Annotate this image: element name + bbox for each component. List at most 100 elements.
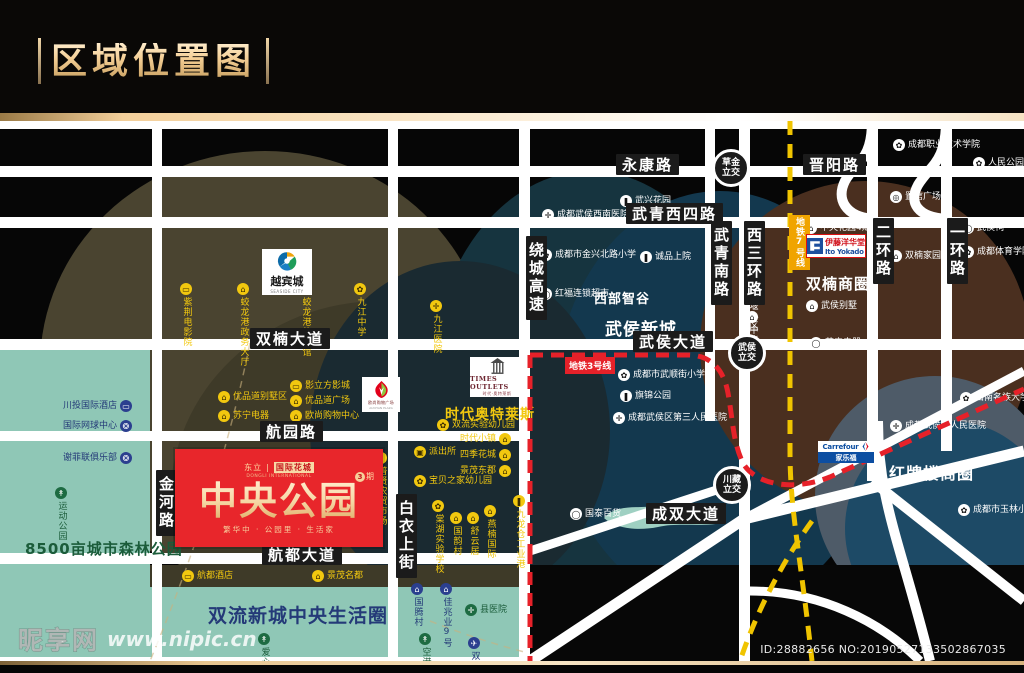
logo-times-outlets[interactable]: TIMES OUTLETS 时代·奥特莱斯 — [470, 357, 524, 397]
poi-label-23: 紫荆电影院 — [181, 297, 192, 347]
poi-50[interactable]: ↟运动公园 — [55, 487, 67, 541]
poi-37[interactable]: ⌂景茂东郡 — [460, 465, 512, 477]
poi-32[interactable]: ⌂欧尚购物中心 — [290, 410, 359, 422]
poi-53[interactable]: ✈双流国际机场 — [468, 637, 480, 661]
poi-pin-icon-26: ✿ — [354, 283, 366, 295]
project-highlight-box[interactable]: 东立 | 国际花城 DONGLI INTERNATIONAL 中央公园 繁华中 … — [175, 449, 383, 547]
poi-45[interactable]: ▭航都酒店 — [182, 570, 233, 582]
poi-pin-icon-34: ✿ — [437, 419, 449, 431]
poi-pin-icon-55: ⌂ — [440, 583, 452, 595]
poi-5[interactable]: ❚诚品上院 — [640, 251, 691, 263]
page-title: 区域位置图 — [38, 38, 270, 84]
logo-carrefour[interactable]: Carrefour 家乐福 — [818, 441, 874, 463]
project-phase-label: 期 — [366, 472, 374, 481]
poi-43[interactable]: ⌂燕楠国际 — [484, 505, 496, 559]
poi-17[interactable]: ❚旗锦公园 — [620, 390, 671, 402]
carrefour-mark — [862, 442, 868, 451]
poi-label-18: 成都武侯区第三人民医院 — [628, 412, 728, 423]
road-label-h-1: 晋阳路 — [803, 154, 867, 175]
poi-28[interactable]: ⌂优品道别墅区 — [218, 391, 287, 403]
poi-2[interactable]: ◎置信广场 — [890, 191, 941, 203]
poi-46[interactable]: ⌂景茂名都 — [312, 570, 363, 582]
poi-41[interactable]: ⌂国韵村 — [450, 512, 462, 556]
poi-38[interactable]: ▣派出所 — [414, 446, 456, 458]
poi-label-38: 派出所 — [429, 446, 457, 457]
poi-pin-icon-49: ❂ — [120, 452, 133, 464]
poi-11[interactable]: ✿成都体育学院 — [962, 246, 1024, 258]
poi-30[interactable]: ▭影立方影城 — [290, 380, 350, 392]
poi-4[interactable]: ✛成都武侯西南医院 — [542, 209, 629, 221]
logo-seaside-city[interactable]: 越宾城 SEASIDE CITY — [262, 249, 312, 295]
poi-34[interactable]: ✿双流实验幼儿园 — [437, 419, 515, 431]
logo-carrefour-name: Carrefour — [822, 442, 859, 451]
poi-42[interactable]: ⌂舒云居 — [467, 512, 479, 556]
road-h-south-edge — [0, 657, 528, 661]
poi-40[interactable]: ✿棠湖实验学校 — [432, 500, 444, 574]
poi-label-14: 武侯别墅 — [821, 300, 858, 311]
poi-label-28: 优品道别墅区 — [233, 391, 288, 402]
project-phase-badge: 3 期 — [355, 471, 374, 482]
project-brand-left: 东立 — [244, 462, 263, 472]
poi-10[interactable]: ◯武侯祠 — [962, 222, 1004, 234]
poi-label-17: 旗锦公园 — [635, 390, 672, 401]
poi-56[interactable]: ✛县医院 — [465, 604, 507, 616]
logo-ito-yokado-sub: Ito Yokado — [825, 247, 864, 256]
poi-label-34: 双流实验幼儿园 — [452, 419, 516, 430]
poi-31[interactable]: ⌂优品道广场 — [290, 395, 350, 407]
poi-36[interactable]: ⌂四季花城 — [460, 449, 512, 461]
road-v-raocheng — [519, 121, 530, 661]
poi-label-16: 成都市武顺街小学 — [633, 369, 706, 380]
title-bar-right — [266, 38, 270, 84]
road-label-h-4: 武侯大道 — [633, 331, 714, 352]
map-canvas[interactable]: 永康路晋阳路武青西四路双楠大道武侯大道航园路航都大道成双大道绕城高速武青南路西三… — [0, 121, 1024, 661]
poi-18[interactable]: ✛成都武侯区第三人民医院 — [613, 412, 727, 424]
poi-label-35: 时代小镇 — [460, 433, 497, 444]
poi-15[interactable]: ◯苏宁电器 — [810, 337, 861, 349]
poi-20[interactable]: ✿西南名族大学 — [960, 392, 1024, 404]
project-brand: 东立 | 国际花城 — [244, 461, 314, 473]
poi-label-48: 国际网球中心 — [63, 420, 118, 431]
poi-0[interactable]: ✿成都职业技术学院 — [893, 139, 980, 151]
poi-35[interactable]: ⌂时代小镇 — [460, 433, 512, 445]
poi-label-21: 成都武侯区人民医院 — [905, 420, 987, 431]
poi-54[interactable]: ⌂国腾村 — [411, 583, 423, 627]
logo-ito-yokado[interactable]: 伊藤洋华堂 Ito Yokado — [806, 234, 866, 258]
poi-24[interactable]: ⌂蛟龙港政务大厅 — [237, 283, 249, 367]
poi-47[interactable]: ▭川投国际酒店 — [63, 400, 133, 412]
poi-49[interactable]: ❂谢菲联俱乐部 — [63, 452, 133, 464]
poi-label-43: 燕楠国际 — [485, 519, 496, 559]
poi-22[interactable]: ✿成都市玉林小学 — [958, 504, 1024, 516]
poi-pin-icon-22: ✿ — [958, 504, 970, 516]
poi-1[interactable]: ✿人民公园 — [973, 157, 1024, 169]
poi-44[interactable]: ❚九龙仓工业港 — [513, 495, 525, 569]
interchange-label-0: 草金 立交 — [721, 158, 740, 178]
poi-8[interactable]: ⌂中央花园4期 — [805, 222, 871, 234]
poi-label-11: 成都体育学院 — [977, 246, 1024, 257]
road-h-top-edge — [0, 121, 1024, 129]
poi-27[interactable]: ✛九江医院 — [430, 300, 442, 354]
poi-55[interactable]: ⌂佳兆业9号 — [440, 583, 452, 648]
poi-label-9: 双楠家园 — [905, 250, 942, 261]
poi-52[interactable]: ↟空港公园 — [419, 633, 431, 661]
poi-19[interactable]: ◯国泰百货 — [570, 508, 621, 520]
logo-carrefour-sub: 家乐福 — [835, 453, 857, 462]
poi-39[interactable]: ✿宝贝之家幼儿园 — [414, 475, 492, 487]
poi-21[interactable]: ✛成都武侯区人民医院 — [890, 420, 986, 432]
poi-16[interactable]: ✿成都市武顺街小学 — [618, 369, 705, 381]
seaside-city-mark — [277, 251, 297, 271]
interchange-1: 武侯 立交 — [728, 334, 766, 372]
logo-auchan-plaza[interactable]: 欧尚购物广场 AUCHAN PLAZA — [362, 377, 400, 412]
poi-pin-icon-44: ❚ — [513, 495, 525, 507]
poi-label-25: 蛟龙港体育馆 — [300, 297, 311, 357]
poi-label-0: 成都职业技术学院 — [908, 139, 981, 150]
poi-pin-icon-15: ◯ — [810, 337, 822, 349]
poi-9[interactable]: ⌂双楠家园 — [890, 250, 941, 262]
poster-header: 区域位置图 — [0, 0, 1024, 118]
poi-48[interactable]: ❂国际网球中心 — [63, 420, 133, 432]
poi-26[interactable]: ✿九江中学 — [354, 283, 366, 337]
poi-pin-icon-40: ✿ — [432, 500, 444, 512]
poi-14[interactable]: ⌂武侯别墅 — [806, 300, 857, 312]
poi-51[interactable]: ↟爱心公园 — [258, 633, 270, 661]
poi-23[interactable]: ▭紫荆电影院 — [180, 283, 192, 347]
poi-6[interactable]: ✿成都市金兴北路小学 — [540, 249, 636, 261]
